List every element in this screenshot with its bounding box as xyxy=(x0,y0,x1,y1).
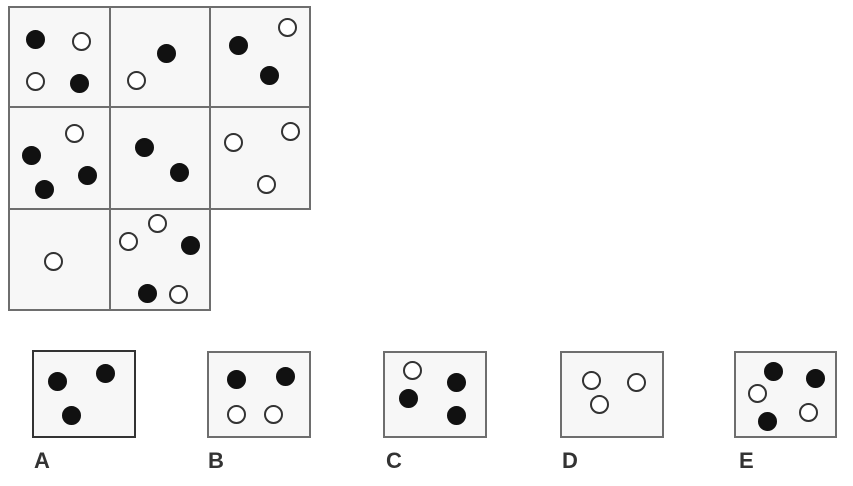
black-dot xyxy=(62,406,81,425)
white-dot xyxy=(119,232,138,251)
matrix-cell-r3c1 xyxy=(8,208,111,311)
black-dot xyxy=(447,373,466,392)
black-dot xyxy=(26,30,45,49)
matrix-cell-r2c1 xyxy=(8,106,111,210)
white-dot xyxy=(403,361,422,380)
black-dot xyxy=(22,146,41,165)
matrix-cell-r3c2 xyxy=(109,208,211,311)
white-dot xyxy=(748,384,767,403)
white-dot xyxy=(227,405,246,424)
black-dot xyxy=(181,236,200,255)
white-dot xyxy=(257,175,276,194)
white-dot xyxy=(264,405,283,424)
white-dot xyxy=(627,373,646,392)
matrix-cell-r2c3 xyxy=(209,106,311,210)
black-dot xyxy=(35,180,54,199)
black-dot xyxy=(138,284,157,303)
black-dot xyxy=(170,163,189,182)
black-dot xyxy=(447,406,466,425)
white-dot xyxy=(799,403,818,422)
option-d-label: D xyxy=(562,448,578,473)
option-c-label: C xyxy=(386,448,402,473)
white-dot xyxy=(224,133,243,152)
white-dot xyxy=(26,72,45,91)
option-b-label: B xyxy=(208,448,224,473)
matrix-cell-r1c1 xyxy=(8,6,111,108)
option-b-box[interactable] xyxy=(207,351,311,438)
matrix-cell-r1c3 xyxy=(209,6,311,108)
black-dot xyxy=(48,372,67,391)
black-dot xyxy=(78,166,97,185)
black-dot xyxy=(260,66,279,85)
option-e-label: E xyxy=(739,448,754,473)
black-dot xyxy=(135,138,154,157)
black-dot xyxy=(157,44,176,63)
black-dot xyxy=(227,370,246,389)
white-dot xyxy=(281,122,300,141)
black-dot xyxy=(96,364,115,383)
white-dot xyxy=(590,395,609,414)
black-dot xyxy=(758,412,777,431)
matrix-cell-r1c2 xyxy=(109,6,211,108)
white-dot xyxy=(127,71,146,90)
black-dot xyxy=(764,362,783,381)
option-d-box[interactable] xyxy=(560,351,664,438)
white-dot xyxy=(44,252,63,271)
option-e-box[interactable] xyxy=(734,351,837,438)
black-dot xyxy=(806,369,825,388)
black-dot xyxy=(399,389,418,408)
matrix-cell-r2c2 xyxy=(109,106,211,210)
white-dot xyxy=(72,32,91,51)
white-dot xyxy=(148,214,167,233)
option-c-box[interactable] xyxy=(383,351,487,438)
black-dot xyxy=(229,36,248,55)
white-dot xyxy=(169,285,188,304)
option-a-label: A xyxy=(34,448,50,473)
white-dot xyxy=(582,371,601,390)
white-dot xyxy=(278,18,297,37)
black-dot xyxy=(276,367,295,386)
white-dot xyxy=(65,124,84,143)
option-a-box[interactable] xyxy=(32,350,136,438)
black-dot xyxy=(70,74,89,93)
